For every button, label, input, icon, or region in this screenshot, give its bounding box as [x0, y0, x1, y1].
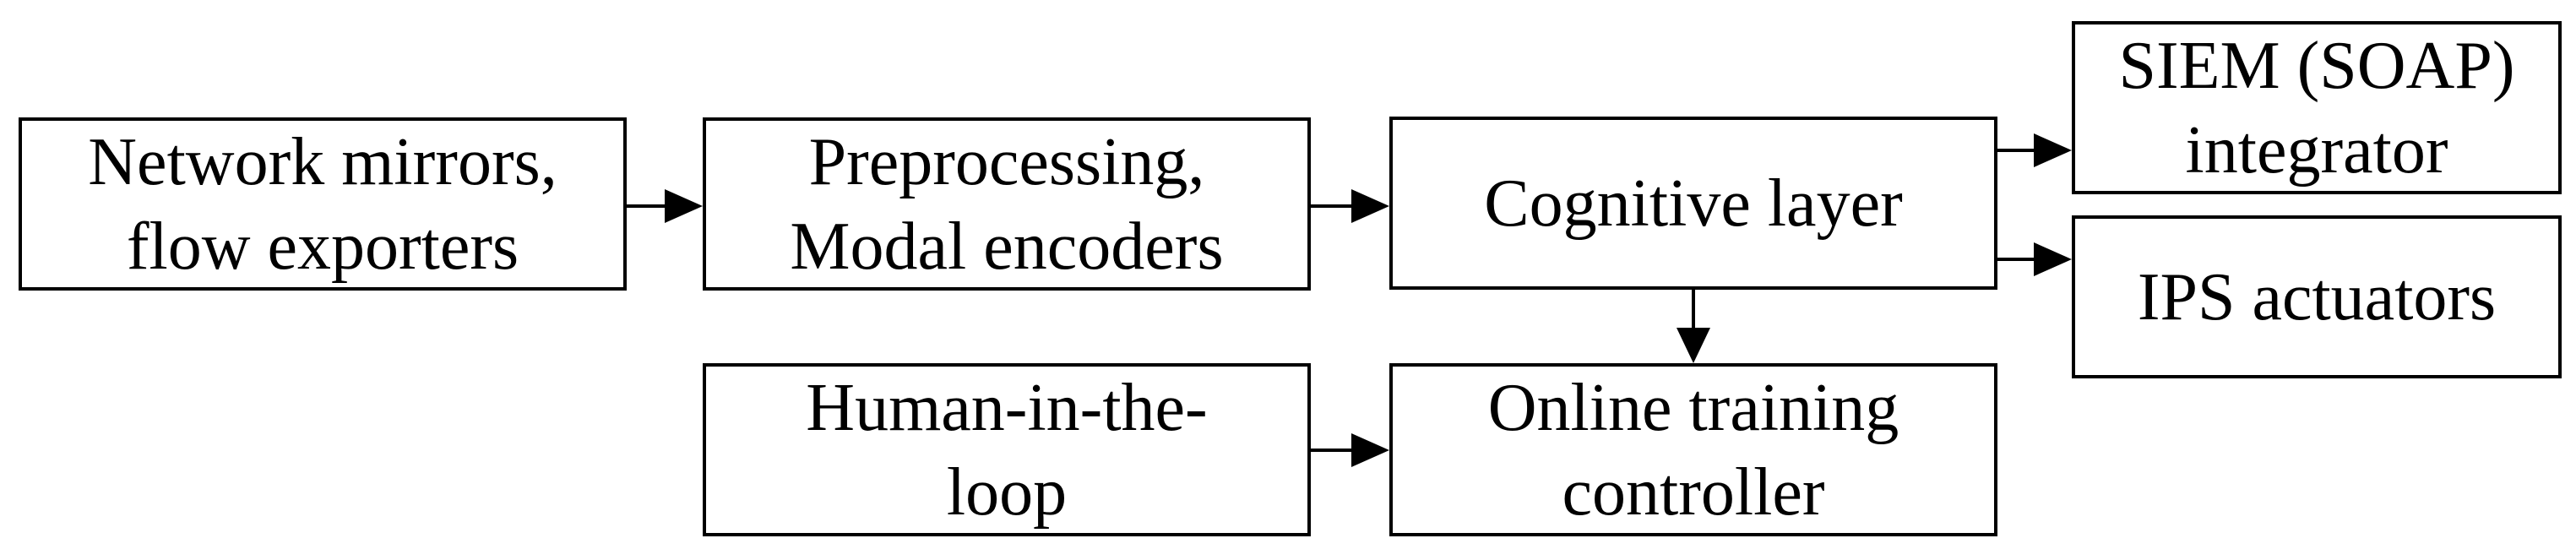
node-human-in-the-loop: Human-in-the- loop [703, 363, 1311, 536]
node-cognitive-layer-label: Cognitive layer [1484, 166, 1903, 241]
node-cognitive-layer: Cognitive layer [1389, 117, 1997, 290]
arrow-line [1997, 258, 2038, 261]
arrow-line [1311, 449, 1356, 452]
arrowhead-right-icon [1351, 433, 1389, 467]
node-online-training-controller: Online training controller [1389, 363, 1997, 536]
node-siem-integrator-label: SIEM (SOAP) integrator [2118, 28, 2515, 188]
node-network-mirrors: Network mirrors, flow exporters [19, 117, 627, 291]
arrowhead-right-icon [2034, 133, 2072, 167]
node-network-mirrors-label: Network mirrors, flow exporters [88, 124, 557, 284]
node-preprocessing-encoders: Preprocessing, Modal encoders [703, 117, 1311, 291]
node-preprocessing-encoders-label: Preprocessing, Modal encoders [790, 124, 1224, 284]
arrowhead-right-icon [1351, 189, 1389, 223]
arrowhead-right-icon [2034, 242, 2072, 276]
arrowhead-right-icon [665, 189, 703, 223]
arrow-line [627, 204, 669, 208]
node-online-training-controller-label: Online training controller [1487, 370, 1899, 530]
arrow-line [1311, 204, 1356, 208]
node-ips-actuators: IPS actuators [2072, 215, 2562, 378]
node-siem-integrator: SIEM (SOAP) integrator [2072, 21, 2562, 194]
arrow-line [1997, 149, 2038, 152]
node-ips-actuators-label: IPS actuators [2137, 259, 2497, 334]
node-human-in-the-loop-label: Human-in-the- loop [806, 370, 1208, 530]
arrow-line [1692, 290, 1695, 329]
arrowhead-down-icon [1677, 328, 1710, 363]
